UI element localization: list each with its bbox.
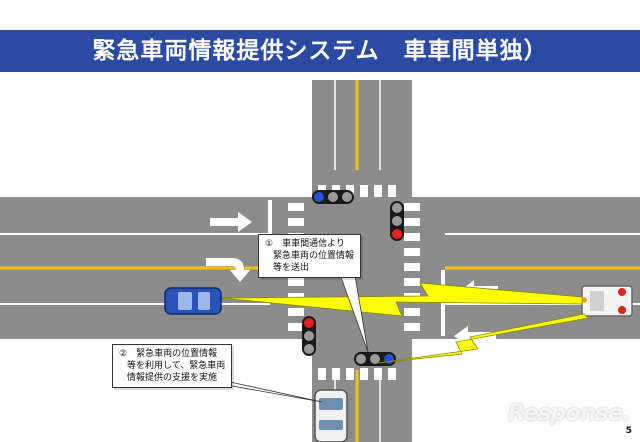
- lightning-bolt-upper: [221, 282, 583, 317]
- crosswalk-east: [404, 203, 420, 331]
- straight-right-arrow: [210, 212, 252, 232]
- traffic-light-west: [302, 316, 316, 356]
- crosswalk-south: [318, 368, 396, 380]
- lightning-bolt-lower: [377, 313, 589, 364]
- watermark-logo: Response.: [508, 401, 631, 426]
- emergency-vehicle: [581, 285, 633, 317]
- callout-1-line-2: 緊急車両の位置情報: [273, 251, 355, 261]
- callout-2: ② 緊急車両の位置情報 等を利用して、緊急車両 情報提供の支援を実施: [112, 344, 233, 388]
- page-number: 5: [625, 426, 632, 436]
- callout-2-line-2: 等を利用して、緊急車両: [127, 361, 226, 371]
- callout-1-line-1: ① 車車間通信より: [265, 239, 345, 249]
- traffic-light-south: [354, 352, 396, 366]
- stop-line: [268, 200, 272, 266]
- title-bar: [0, 30, 640, 72]
- stop-line: [441, 270, 445, 336]
- traffic-light-east: [390, 201, 404, 241]
- callout-1-line-3: 等を送出: [273, 263, 310, 273]
- callout-2-line-3: 情報提供の支援を実施: [127, 373, 218, 383]
- blue-car: [164, 287, 222, 315]
- callout-2-line-1: ② 緊急車両の位置情報: [119, 349, 218, 359]
- traffic-light-north: [312, 190, 354, 204]
- turn-right-arrow: [206, 258, 250, 282]
- slide-title: 緊急車両情報提供システム 車車間単独）: [92, 38, 548, 64]
- white-car: [314, 389, 348, 442]
- callout-1: ① 車車間通信より 緊急車両の位置情報 等を送出: [258, 234, 362, 278]
